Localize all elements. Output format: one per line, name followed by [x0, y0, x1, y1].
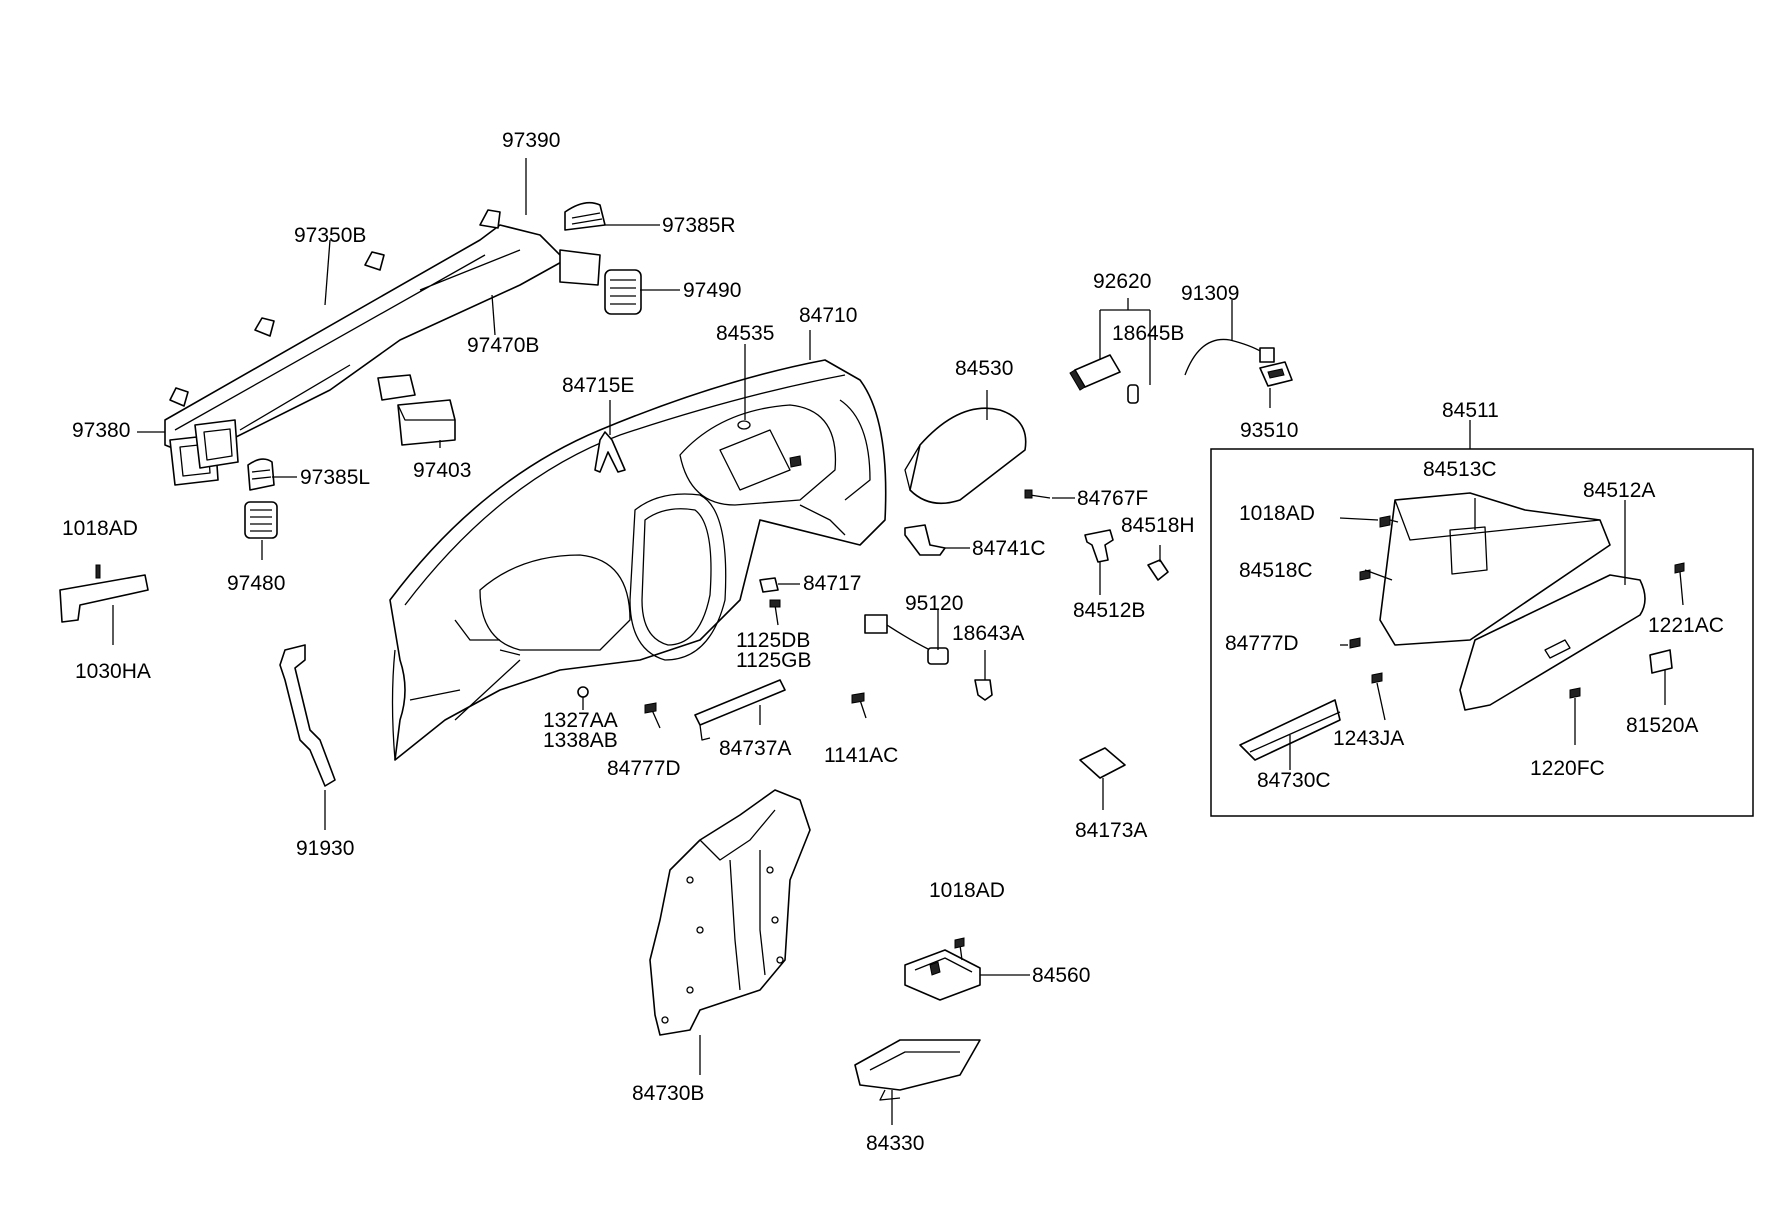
- label-84737A: 84737A: [719, 737, 791, 760]
- part-labels: 97390 97385R 97350B 97490 97470B 84710 9…: [62, 129, 1724, 1155]
- label-1125DB: 1125DB: [736, 629, 810, 652]
- wire-91309: [1184, 338, 1275, 376]
- label-1243JA: 1243JA: [1333, 727, 1404, 750]
- label-84767F: 84767F: [1077, 487, 1148, 510]
- label-18643A: 18643A: [952, 622, 1024, 645]
- label-84512B: 84512B: [1073, 599, 1145, 622]
- label-84513C: 84513C: [1423, 458, 1497, 481]
- cover-81520A: [1649, 649, 1673, 674]
- screw-1141AC: [851, 692, 867, 719]
- nut-1327AA: [577, 686, 589, 698]
- label-1141AC: 1141AC: [824, 744, 898, 767]
- label-84777D-box: 84777D: [1225, 632, 1299, 655]
- label-97490: 97490: [683, 279, 741, 302]
- glovebox-lid-84512A: [1459, 574, 1646, 711]
- label-91930: 91930: [296, 837, 354, 860]
- bracket-84741C: [904, 524, 946, 556]
- panel-84530: [904, 407, 1027, 505]
- screw-1018AD-lower: [954, 937, 965, 949]
- label-91309: 91309: [1181, 282, 1239, 305]
- label-84530: 84530: [955, 357, 1013, 380]
- label-1220FC: 1220FC: [1530, 757, 1605, 780]
- air-duct-97350B: [164, 209, 601, 486]
- label-1030HA: 1030HA: [75, 660, 151, 683]
- label-97380: 97380: [72, 419, 130, 442]
- label-1221AC: 1221AC: [1648, 614, 1724, 637]
- label-84518H: 84518H: [1121, 514, 1195, 537]
- vent-97490: [604, 269, 642, 315]
- switch-95120: [864, 614, 949, 665]
- clip-84715E: [594, 431, 626, 473]
- screws-in-box: [1349, 515, 1685, 699]
- label-95120: 95120: [905, 592, 963, 615]
- bulb-18643A: [974, 679, 993, 701]
- label-84330: 84330: [866, 1132, 924, 1155]
- label-97403: 97403: [413, 459, 471, 482]
- label-84717: 84717: [803, 572, 861, 595]
- screw-1125DB: [769, 599, 781, 626]
- screw-84777D: [644, 702, 661, 729]
- bracket-84730B: [649, 789, 811, 1036]
- leader-lines: [112, 158, 1684, 1125]
- label-92620: 92620: [1093, 270, 1151, 293]
- label-97350B: 97350B: [294, 224, 366, 247]
- label-84173A: 84173A: [1075, 819, 1147, 842]
- screw-84767F: [1024, 489, 1051, 499]
- label-1327AA: 1327AA: [543, 709, 618, 732]
- clip-84717: [759, 577, 779, 593]
- vent-97480: [244, 501, 278, 539]
- bracket-84560: [904, 944, 981, 1001]
- bracket-91930: [279, 644, 336, 787]
- glovebox-housing-84513C: [1379, 492, 1611, 646]
- switch-93510: [1259, 361, 1293, 387]
- tray-84330: [854, 1039, 981, 1101]
- label-84535: 84535: [716, 322, 774, 345]
- label-1018AD-left: 1018AD: [62, 517, 138, 540]
- label-1018AD-box: 1018AD: [1239, 502, 1315, 525]
- bulb-18645B: [1127, 384, 1139, 404]
- label-1125GB: 1125GB: [736, 649, 812, 672]
- label-84741C: 84741C: [972, 537, 1046, 560]
- vent-97403: [397, 399, 456, 446]
- label-84512A: 84512A: [1583, 479, 1655, 502]
- damper-84518H: [1147, 559, 1169, 581]
- bracket-84512B: [1084, 529, 1114, 563]
- label-84777D-lower: 84777D: [607, 757, 681, 780]
- label-93510: 93510: [1240, 419, 1298, 442]
- label-18645B: 18645B: [1112, 322, 1184, 345]
- label-97470B: 97470B: [467, 334, 539, 357]
- lamp-92620: [1069, 354, 1121, 391]
- bracket-84737A: [694, 679, 786, 741]
- assembly-box-84511: [1210, 448, 1754, 817]
- label-84560: 84560: [1032, 964, 1090, 987]
- label-84715E: 84715E: [562, 374, 634, 397]
- label-84730C: 84730C: [1257, 769, 1331, 792]
- vent-97385R: [564, 201, 606, 231]
- label-97385L: 97385L: [300, 466, 370, 489]
- bracket-1030HA: [59, 564, 149, 623]
- label-97390: 97390: [502, 129, 560, 152]
- label-84730B: 84730B: [632, 1082, 704, 1105]
- pad-84173A: [1079, 747, 1126, 779]
- label-1018AD-lower: 1018AD: [929, 879, 1005, 902]
- label-97385R: 97385R: [662, 214, 736, 237]
- label-1338AB: 1338AB: [543, 729, 618, 752]
- dashboard-panel-84710: [389, 359, 887, 761]
- label-84518C: 84518C: [1239, 559, 1313, 582]
- label-84511: 84511: [1442, 399, 1499, 422]
- label-84710: 84710: [799, 304, 857, 327]
- glovebox-frame-84730C: [1239, 699, 1341, 761]
- label-97480: 97480: [227, 572, 285, 595]
- vent-97385L: [247, 458, 275, 491]
- label-81520A: 81520A: [1626, 714, 1698, 737]
